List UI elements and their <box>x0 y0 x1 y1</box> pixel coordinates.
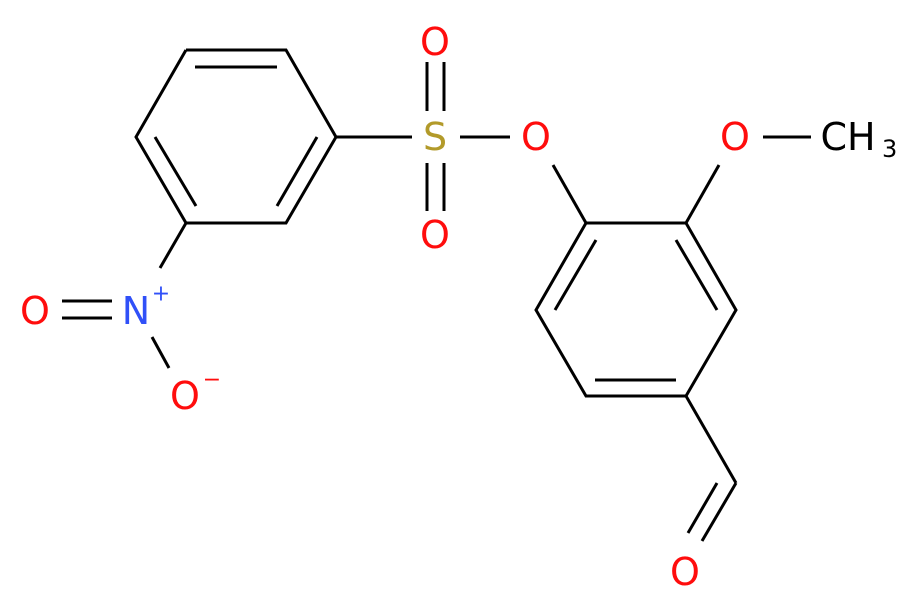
nitrobenzene-ring <box>134 48 338 225</box>
inner-double-bond <box>275 136 319 207</box>
ring-bonds <box>534 221 738 398</box>
c-n-bond <box>158 222 188 269</box>
aldehyde-group: O <box>670 395 738 594</box>
atom-nitro-oxygen-double: O <box>20 289 50 333</box>
atom-methyl: CH <box>820 115 875 159</box>
c-o-double-bond <box>700 482 738 542</box>
atom-oxygen-bottom: O <box>420 213 450 257</box>
methoxy-group: O CH 3 <box>684 115 897 224</box>
n-o-bond <box>150 336 171 369</box>
atom-ester-oxygen: O <box>521 115 551 159</box>
inner-double-bond <box>153 136 198 207</box>
atom-methoxy-oxygen: O <box>720 115 750 159</box>
ring-bonds <box>134 48 338 225</box>
inner-double-bond <box>553 239 598 311</box>
atom-aldehyde-oxygen: O <box>670 550 700 594</box>
methyl-subscript: 3 <box>882 135 897 163</box>
o-c-bond <box>551 164 588 224</box>
c-o-double-bond <box>686 482 719 534</box>
atom-sulfur: S <box>423 115 447 159</box>
atom-oxygen-top: O <box>420 20 450 64</box>
vanillin-ring <box>534 164 738 398</box>
atom-nitro-oxygen-single: O <box>170 374 200 418</box>
nitrogen-charge: + <box>152 282 170 307</box>
sulfonyl-group: S O O O <box>336 20 551 257</box>
c-o-bond <box>684 164 721 224</box>
atom-nitrogen: N <box>122 289 150 333</box>
c-c-bond <box>684 395 738 484</box>
nitro-group: N + O O − <box>20 222 221 418</box>
inner-double-bond <box>674 239 719 311</box>
oxygen-charge: − <box>203 368 221 393</box>
